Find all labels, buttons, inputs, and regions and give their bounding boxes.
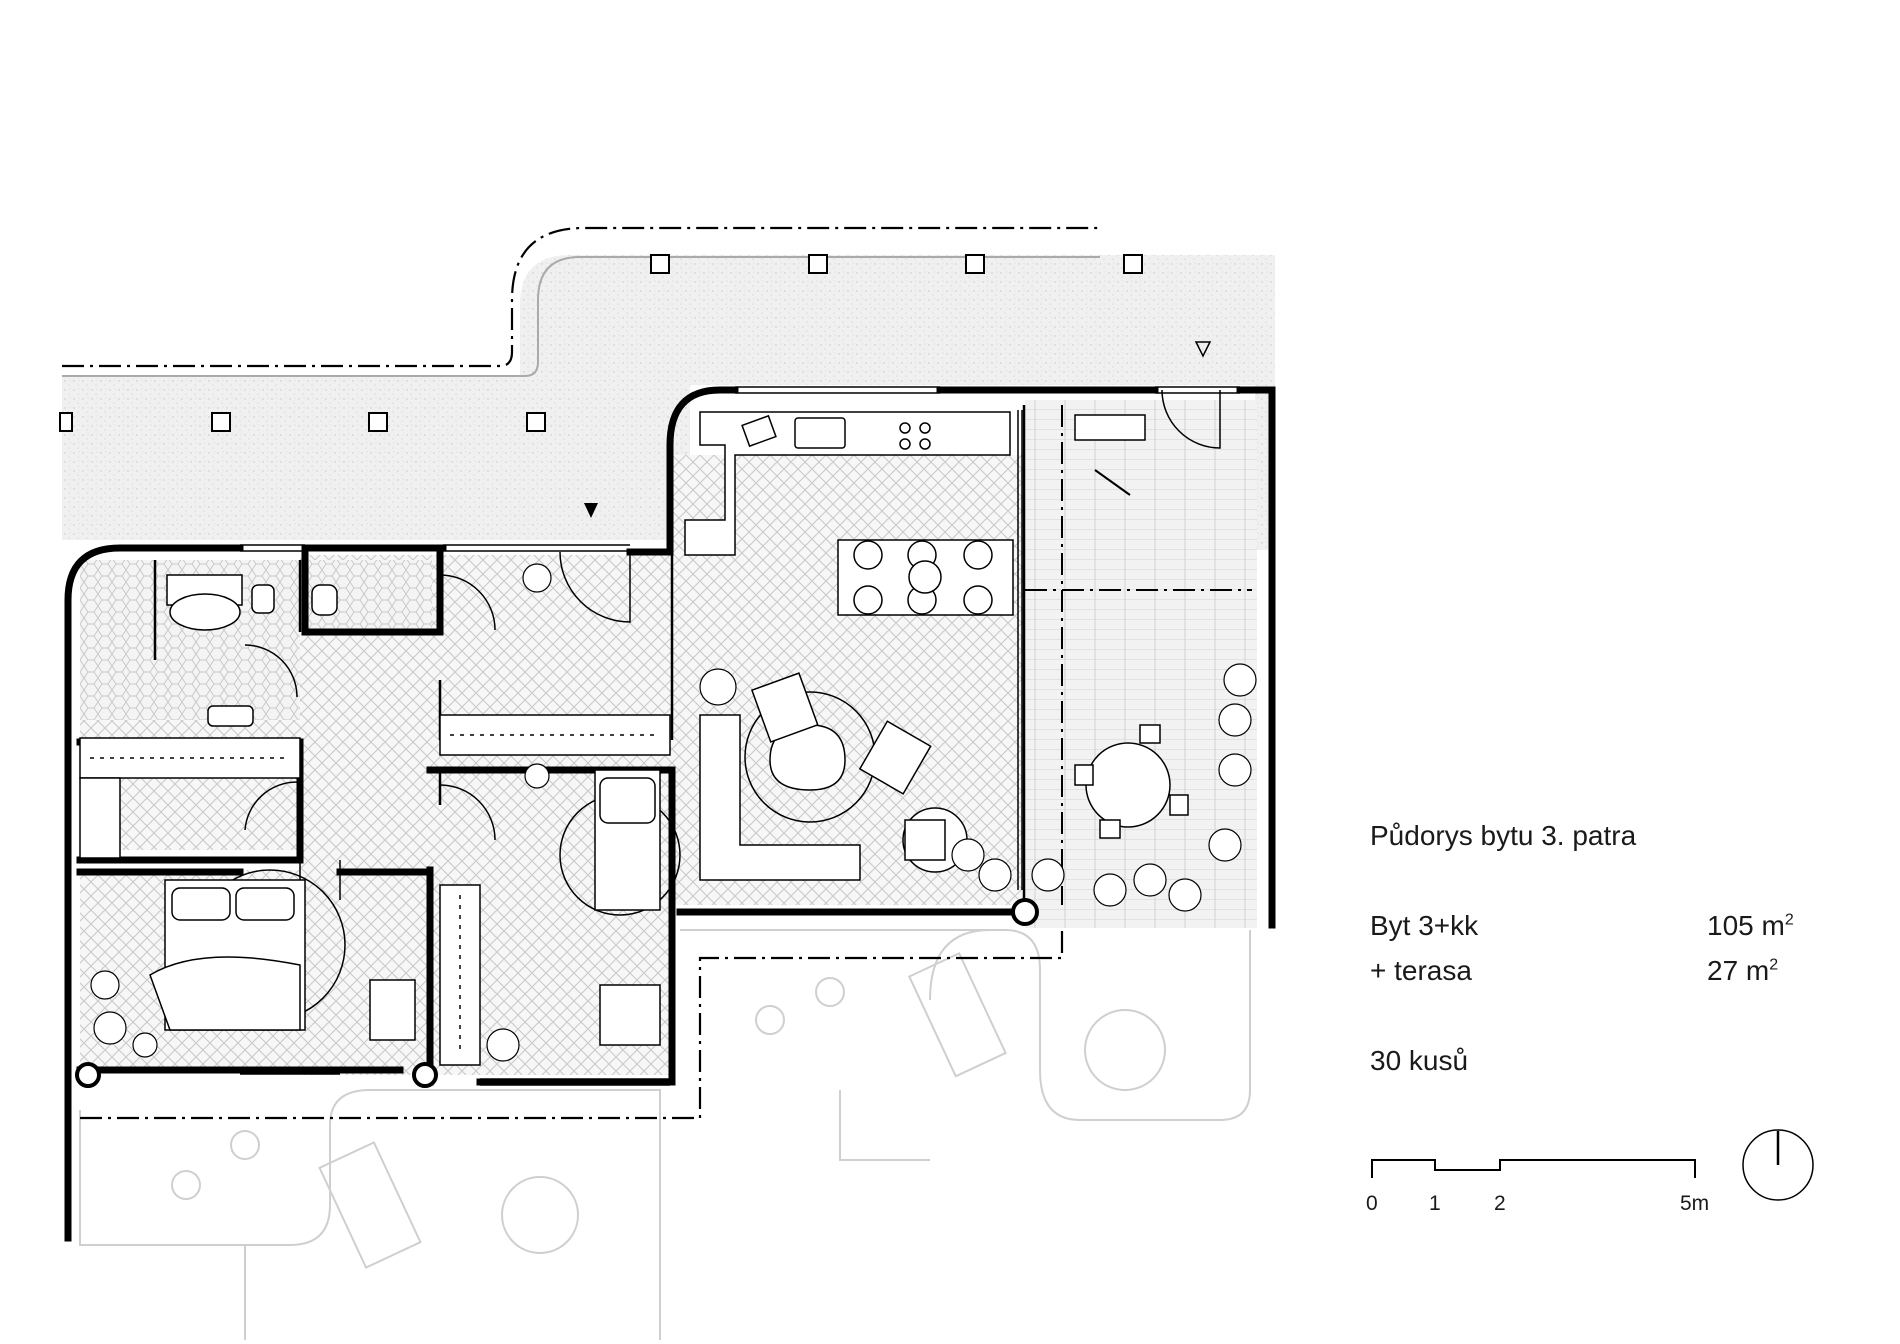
scale-bar: 0 1 2 5m <box>1366 1140 1710 1215</box>
column-round <box>1011 898 1039 926</box>
doors <box>244 389 1221 900</box>
terrace-entrance-marker-icon <box>1194 341 1212 358</box>
scale-bar-graphic <box>1371 1159 1696 1178</box>
living-room-furniture <box>699 672 968 881</box>
column-round-3 <box>412 1062 438 1088</box>
bedroom-furniture <box>149 769 681 1046</box>
walkway-area <box>59 226 1275 550</box>
bathroom-fixtures <box>166 574 338 727</box>
lower-terraces-ghost <box>79 929 1251 1340</box>
scale-tick: 1 <box>1429 1192 1441 1215</box>
area-value: 105 m2 <box>1707 910 1794 941</box>
column-round-2 <box>75 1062 101 1088</box>
wardrobes <box>79 714 671 1066</box>
scale-tick: 2 <box>1494 1192 1506 1215</box>
column-posts <box>59 254 1143 432</box>
area-label: Byt 3+kk <box>1370 910 1479 941</box>
plants <box>90 563 1257 1062</box>
thin-walls <box>153 405 1026 905</box>
kitchen-counter <box>684 411 1011 556</box>
terrace-furniture <box>1074 414 1189 839</box>
windows <box>240 386 1240 1086</box>
dining-table <box>837 539 1014 616</box>
area-label: + terasa <box>1370 955 1472 986</box>
scale-tick: 0 <box>1366 1192 1378 1215</box>
floor-plan-drawing <box>59 226 1276 1340</box>
plan-title: Půdorys bytu 3. patra <box>1370 820 1637 851</box>
entrance-marker-icon <box>584 503 598 518</box>
area-value: 27 m2 <box>1707 955 1779 986</box>
lower-terrace-dashed-outline <box>80 900 1064 1120</box>
scale-tick: 5m <box>1680 1192 1710 1215</box>
north-arrow-icon <box>1742 1129 1814 1201</box>
unit-count: 30 kusů <box>1370 1045 1469 1076</box>
